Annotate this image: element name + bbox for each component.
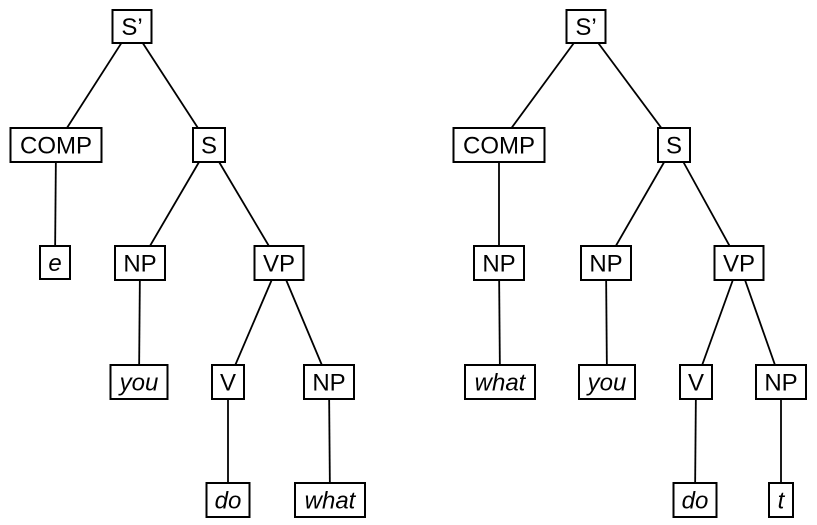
tree-edge-vp-v <box>227 262 280 383</box>
node-label: NP <box>312 370 345 397</box>
tree-edge-vp-np-obj <box>278 262 330 383</box>
node-label: S <box>666 133 682 160</box>
node-comp: COMP <box>9 127 103 163</box>
node-do: do <box>205 482 251 518</box>
node-s: S <box>657 127 691 163</box>
node-s: S <box>192 127 226 163</box>
node-vp: VP <box>253 245 305 281</box>
tree-edge-s-vp <box>673 144 740 264</box>
node-box <box>672 482 718 518</box>
tree-edge-vp-np-obj <box>738 262 782 383</box>
node-box <box>473 245 525 281</box>
node-label: S <box>201 133 217 160</box>
node-v: V <box>679 364 713 400</box>
node-box <box>303 364 355 400</box>
node-you: you <box>109 364 169 400</box>
node-t: t <box>768 482 794 518</box>
node-s-prime: S’ <box>111 9 153 44</box>
node-box <box>211 364 245 400</box>
node-label: you <box>586 370 627 397</box>
node-box <box>657 127 691 163</box>
node-box <box>9 127 103 163</box>
node-box <box>294 482 366 518</box>
tree-edge-s-prime-comp <box>55 26 133 146</box>
node-box <box>565 9 607 44</box>
tree-edge-vp-v <box>695 262 740 383</box>
node-label: NP <box>123 251 156 278</box>
node-np-obj: NP <box>303 364 355 400</box>
node-do: do <box>672 482 718 518</box>
node-comp: COMP <box>452 127 546 163</box>
node-e: e <box>39 245 71 280</box>
node-box <box>768 482 794 518</box>
node-label: V <box>688 370 704 397</box>
node-box <box>109 364 169 400</box>
node-box <box>253 245 305 281</box>
node-label: t <box>778 488 786 515</box>
node-np-obj: NP <box>755 364 807 400</box>
node-box <box>111 9 153 44</box>
node-label: COMP <box>20 133 92 160</box>
tree-edge-np-comp-what <box>498 262 501 383</box>
node-s-prime: S’ <box>565 9 607 44</box>
node-box <box>39 245 71 280</box>
tree-edge-np-obj-what <box>328 381 331 501</box>
tree-edge-v-do <box>694 381 697 501</box>
tree-edge-s-np-subj <box>139 144 210 264</box>
node-label: what <box>305 488 357 515</box>
node-label: VP <box>723 251 755 278</box>
node-label: you <box>118 370 159 397</box>
node-box <box>578 364 636 400</box>
node-label: S’ <box>121 14 142 41</box>
tree-edge-s-prime-s <box>131 26 210 146</box>
node-box <box>464 364 536 400</box>
right-tree: S’ COMP S NP NP VP what you V NP do t <box>452 9 807 518</box>
tree-edge-np-subj-you <box>605 262 608 383</box>
node-label: V <box>220 370 236 397</box>
node-box <box>192 127 226 163</box>
node-what: what <box>464 364 536 400</box>
node-np-subj: NP <box>114 245 166 281</box>
node-label: e <box>48 250 61 277</box>
node-label: do <box>215 488 242 515</box>
tree-edge-s-prime-comp <box>498 25 587 146</box>
tree-edge-np-subj-you <box>138 262 141 383</box>
node-box <box>205 482 251 518</box>
node-box <box>755 364 807 400</box>
node-np-comp: NP <box>473 245 525 281</box>
node-label: do <box>682 488 709 515</box>
tree-edge-s-prime-s <box>585 25 675 146</box>
node-label: NP <box>589 251 622 278</box>
node-label: NP <box>764 370 797 397</box>
node-box <box>114 245 166 281</box>
node-v: V <box>211 364 245 400</box>
node-label: VP <box>263 251 295 278</box>
tree-edge-s-np-subj <box>605 144 675 264</box>
node-what: what <box>294 482 366 518</box>
node-you: you <box>578 364 636 400</box>
node-label: S’ <box>575 14 596 41</box>
tree-edge-comp-e <box>54 144 57 263</box>
node-box <box>580 245 632 281</box>
node-box <box>679 364 713 400</box>
node-label: COMP <box>463 133 535 160</box>
tree-edge-s-vp <box>208 144 280 264</box>
node-label: what <box>475 370 527 397</box>
node-vp: VP <box>713 245 765 281</box>
node-box <box>713 245 765 281</box>
node-label: NP <box>482 251 515 278</box>
node-np-subj: NP <box>580 245 632 281</box>
node-box <box>452 127 546 163</box>
